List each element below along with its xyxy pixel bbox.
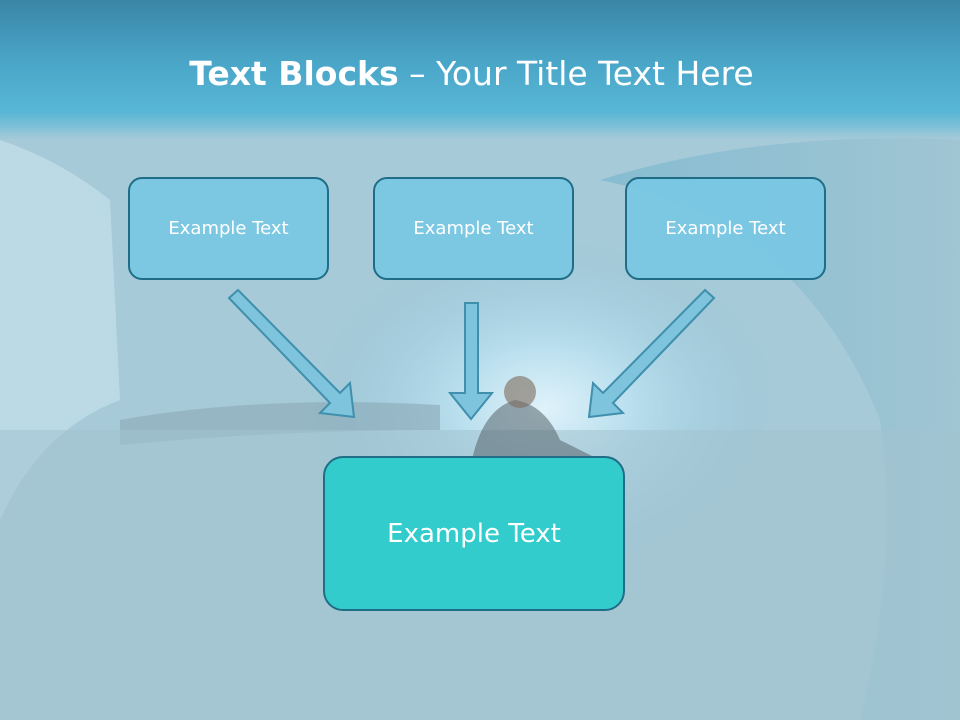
main-text-block[interactable]: Example Text (323, 456, 625, 611)
title-rest: Your Title Text Here (436, 54, 754, 93)
title-bold: Text Blocks (189, 54, 399, 93)
title-dash: – (398, 54, 437, 93)
text-block-1[interactable]: Example Text (128, 177, 329, 280)
arrow-right (587, 288, 716, 419)
title-bar (0, 0, 960, 140)
text-block-2[interactable]: Example Text (373, 177, 574, 280)
text-block-3[interactable]: Example Text (625, 177, 826, 280)
slide-title: Text Blocks – Your Title Text Here (0, 54, 943, 93)
arrow-left (227, 288, 356, 419)
arrow-center (447, 302, 495, 421)
